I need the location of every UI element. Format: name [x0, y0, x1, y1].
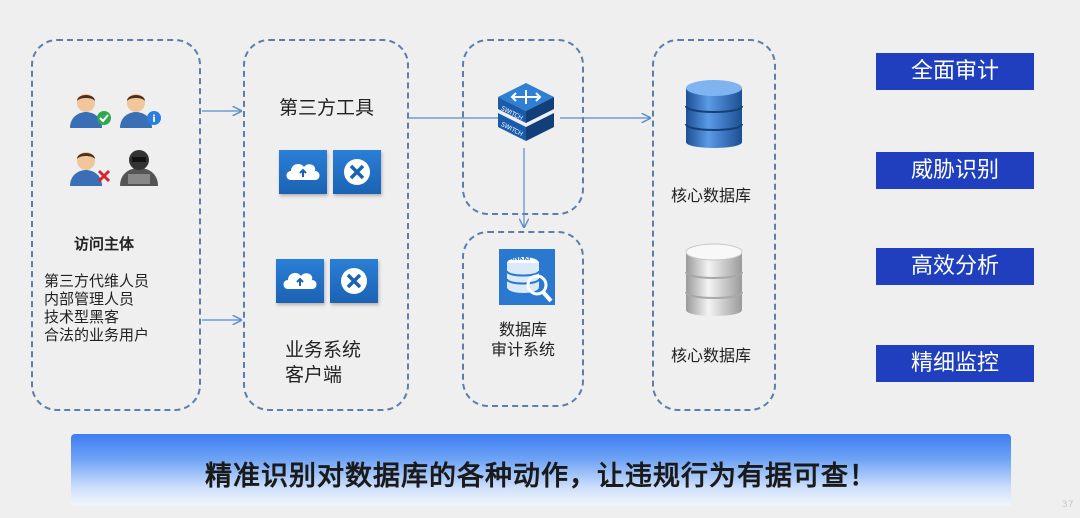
x-tile-1 [333, 150, 381, 194]
subject-line-2: 内部管理人员 [44, 290, 135, 308]
core-database-label-2: 核心数据库 [671, 346, 752, 365]
database-box [652, 39, 776, 411]
core-database-label-1: 核心数据库 [671, 186, 752, 205]
feature-threat-identification: 威胁识别 [876, 152, 1034, 189]
cloud-tile-2 [276, 259, 324, 303]
cloud-tile-1 [279, 150, 327, 194]
x-tile-2 [330, 259, 378, 303]
switch-box [462, 39, 584, 215]
hacker-icon [120, 150, 158, 186]
feature-full-audit: 全面审计 [876, 53, 1034, 90]
summary-banner-text: 精准识别对数据库的各种动作，让违规行为有据可查！ [205, 461, 877, 492]
audit-label-1: 数据库 [499, 320, 548, 339]
access-subject-title: 访问主体 [74, 235, 135, 253]
user-denied-icon [70, 152, 111, 186]
subject-line-4: 合法的业务用户 [44, 326, 150, 344]
user-info-icon: i [120, 94, 161, 128]
access-subject-box [31, 39, 201, 411]
feature-fine-monitoring: 精细监控 [876, 345, 1034, 382]
ankki-badge: ANKKI [509, 255, 531, 262]
audit-system-icon: ANKKI [499, 249, 555, 305]
feature-efficient-analysis: 高效分析 [876, 248, 1034, 285]
subject-line-3: 技术型黑客 [44, 308, 120, 326]
cloud-icon [283, 272, 317, 289]
switch-icon: SWITCH SWITCH [494, 79, 558, 149]
business-client-label-1: 业务系统 [285, 339, 362, 361]
user-approved-icon [70, 94, 111, 128]
audit-box [462, 231, 584, 407]
x-icon [344, 159, 370, 185]
audit-label-2: 审计系统 [491, 340, 556, 359]
cloud-icon [286, 163, 320, 180]
third-party-tools-label: 第三方工具 [279, 97, 375, 119]
summary-banner: 精准识别对数据库的各种动作，让违规行为有据可查！ [71, 434, 1011, 506]
core-database-grey-icon [685, 243, 743, 316]
business-client-label-2: 客户端 [285, 364, 343, 386]
svg-text:i: i [152, 114, 155, 125]
subject-line-1: 第三方代维人员 [44, 272, 150, 290]
x-icon [341, 268, 367, 294]
page-number: 37 [1062, 500, 1074, 510]
core-database-blue-icon [685, 80, 743, 148]
tools-box [243, 39, 409, 411]
